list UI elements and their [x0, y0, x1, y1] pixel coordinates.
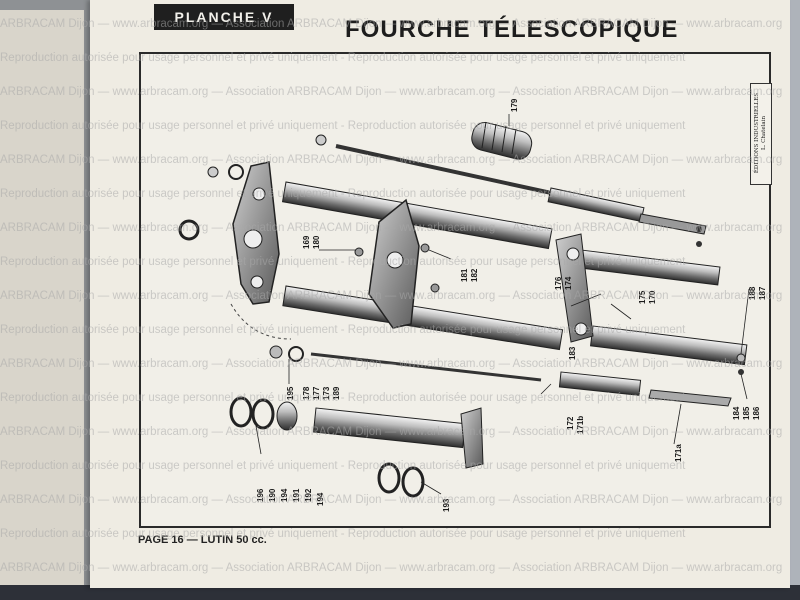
callout-189: 189: [332, 386, 341, 400]
publisher-box: ÉDITIONS INDUSTRIELLES L. Chatelain: [750, 83, 772, 185]
callout-186: 186: [752, 406, 761, 420]
callout-177: 177: [312, 386, 321, 400]
callout-195: 195: [286, 386, 295, 400]
callout-185: 185: [742, 406, 751, 420]
callout-172: 172: [566, 416, 575, 430]
callout-171b: 171b: [576, 416, 585, 434]
callout-181: 181: [460, 268, 469, 282]
page-title: FOURCHE TÉLESCOPIQUE: [345, 16, 679, 43]
fork-slider: [555, 233, 748, 366]
lower-rod-spring: [310, 352, 642, 396]
callout-183: 183: [568, 346, 577, 360]
callout-193: 193: [442, 498, 451, 512]
table-surface: [0, 585, 800, 600]
callout-169: 169: [302, 235, 311, 249]
small-parts: [178, 134, 746, 375]
callout-194-a: 194: [280, 488, 289, 502]
callout-187: 187: [758, 286, 767, 300]
plate-label: PLANCHE V: [154, 4, 294, 30]
manual-page: PLANCHE V FOURCHE TÉLESCOPIQUE: [90, 0, 790, 588]
callout-188: 188: [748, 286, 757, 300]
callout-174: 174: [564, 276, 573, 290]
callout-191: 191: [292, 488, 301, 502]
callout-180: 180: [312, 235, 321, 249]
callout-171a: 171a: [674, 444, 683, 462]
callout-182: 182: [470, 268, 479, 282]
callout-170: 170: [648, 290, 657, 304]
rubber-boot-179: [471, 121, 533, 160]
lower-tube-assembly: [229, 396, 484, 498]
publisher-line-2: L. Chatelain: [761, 116, 767, 150]
upper-fork-tube: [281, 181, 564, 351]
callout-190: 190: [268, 488, 277, 502]
callout-173: 173: [322, 386, 331, 400]
previous-page-area: [0, 0, 90, 600]
leader-lines: [255, 114, 750, 495]
page-footer: PAGE 16 — LUTIN 50 cc.: [138, 534, 267, 546]
exploded-diagram-frame: 179 169 180 181 182 176 174 175 170 188 …: [139, 52, 771, 528]
publisher-line-1: ÉDITIONS INDUSTRIELLES: [754, 92, 760, 174]
callout-176: 176: [554, 276, 563, 290]
fork-exploded-diagram: 179 169 180 181 182 176 174 175 170 188 …: [178, 98, 767, 512]
callout-178: 178: [302, 386, 311, 400]
callout-194-b: 194: [316, 492, 325, 506]
upper-tie-rod: [335, 144, 707, 235]
spindle-plate-171a: [648, 389, 732, 407]
callout-175: 175: [638, 290, 647, 304]
callout-196: 196: [256, 488, 265, 502]
callout-179: 179: [510, 98, 519, 112]
callout-numbers: 179 169 180 181 182 176 174 175 170 188 …: [256, 98, 767, 512]
callout-184: 184: [732, 406, 741, 420]
callout-192: 192: [304, 488, 313, 502]
previous-page: [0, 10, 84, 585]
